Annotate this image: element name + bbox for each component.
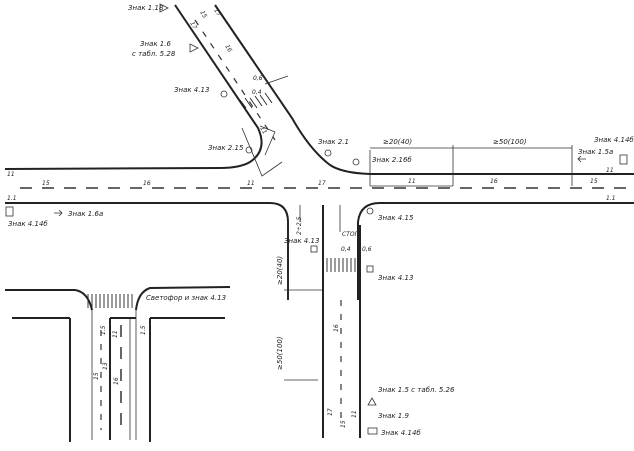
round-sign-icon: [366, 207, 374, 215]
pedestrian-crossing-side: [326, 258, 356, 272]
round-sign-icon: [324, 149, 332, 157]
marking-label: 1.1: [7, 195, 17, 202]
square-sign-icon: [367, 427, 378, 435]
arrow-sign-icon: [54, 209, 63, 217]
dimension-label: ≥20(40): [276, 256, 284, 285]
marking-label: 17: [327, 408, 334, 416]
sign-label: Знак 4.14б: [8, 220, 48, 228]
dimension-label: 0,4: [252, 89, 262, 96]
dimension-label: ≥20(40): [383, 138, 412, 146]
pedestrian-crossing-diagonal: [239, 92, 273, 109]
diagonal-road: [4, 4, 634, 177]
sign-label: Знак 2.1: [318, 138, 349, 146]
sign-label: с табл. 5.28: [132, 50, 176, 58]
marking-label: 15: [340, 420, 347, 428]
sign-label: Знак 1.9: [378, 412, 409, 420]
marking-label: 15: [198, 10, 208, 20]
marking-label: 11: [408, 178, 416, 185]
marking-label: 1.5: [140, 325, 147, 335]
marking-label: 11: [247, 180, 255, 187]
marking-label: 15: [590, 178, 598, 185]
dimension-label: 0,6: [253, 75, 263, 82]
marking-label: 11: [258, 126, 268, 136]
marking-label: 1.5: [100, 325, 107, 335]
sign-label: Знак 4.14б: [594, 136, 634, 144]
round-sign-icon: [352, 158, 360, 166]
triangle-sign-icon: [159, 3, 169, 13]
marking-label: 15: [93, 372, 100, 380]
marking-label: 16: [490, 178, 498, 185]
inset-note: Светофор и знак 4.13: [146, 294, 226, 302]
inset-intersection: [5, 286, 231, 442]
marking-label: 13: [102, 362, 109, 370]
dimension-label: 2÷2,5: [296, 216, 303, 235]
marking-label: 11: [351, 410, 358, 418]
marking-label: 16: [113, 377, 120, 385]
square-sign-icon: [310, 245, 318, 253]
sign-icons: [5, 3, 628, 435]
sign-label: Знак 2.16б: [372, 156, 412, 164]
arrow-sign-icon: [577, 155, 586, 163]
sign-label: Знак 4.15: [378, 214, 414, 222]
marking-label: 16: [223, 44, 233, 54]
marking-label: 16: [143, 180, 151, 187]
sign-label: Знак 1.6а: [68, 210, 103, 218]
stop-label: СТОП: [342, 231, 360, 238]
square-sign-icon: [5, 206, 14, 217]
sign-label: Знак 1.5а: [578, 148, 613, 156]
marking-label: 17: [212, 8, 222, 18]
round-sign-icon: [245, 146, 253, 154]
triangle-sign-icon: [189, 43, 199, 53]
marking-label: 11: [7, 171, 15, 178]
marking-label: 11: [112, 330, 119, 338]
sign-label: Знак 4.13: [378, 274, 413, 282]
sign-label: Знак 1.5 с табл. 5.26: [378, 386, 455, 394]
sign-label: Знак 1.6: [140, 40, 171, 48]
sign-label: Знак 2.15: [208, 144, 244, 152]
marking-label: 1.1: [606, 195, 616, 202]
dimension-label: 0,4: [341, 246, 351, 253]
dimension-label: ≥50(100): [493, 138, 527, 146]
dimension-label: 0,6: [362, 246, 372, 253]
round-sign-icon: [220, 90, 228, 98]
square-sign-icon: [366, 265, 374, 273]
side-road: [284, 205, 361, 438]
marking-label: 17: [188, 21, 198, 31]
marking-label: 11: [606, 167, 614, 174]
main-road: [5, 145, 634, 300]
triangle-sign-icon: [367, 397, 377, 406]
square-sign-icon: [619, 154, 628, 165]
sign-label: Знак 4.13: [284, 237, 319, 245]
marking-label: 17: [318, 180, 326, 187]
dimension-label: ≥50(100): [276, 336, 284, 370]
marking-label: 15: [42, 180, 50, 187]
pedestrian-crossing-inset: [87, 294, 133, 308]
sign-label: Знак 1.18: [128, 4, 164, 12]
sign-label: Знак 4.14б: [381, 429, 421, 437]
sign-label: Знак 4.13: [174, 86, 209, 94]
marking-label: 16: [333, 324, 340, 332]
